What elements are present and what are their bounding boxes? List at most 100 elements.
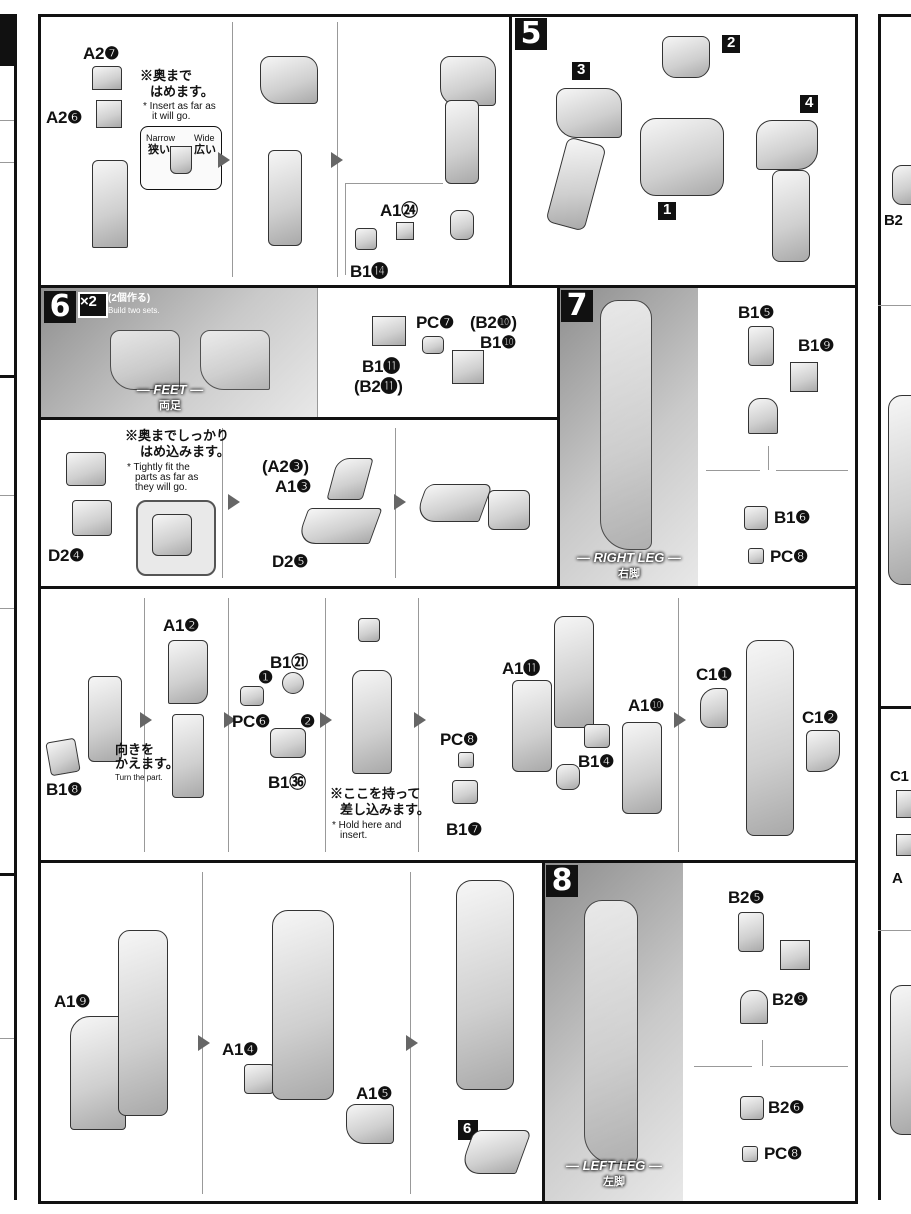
label-box-1 bbox=[658, 202, 676, 220]
part-b1-21 bbox=[282, 672, 304, 694]
part-a1-5 bbox=[346, 1104, 394, 1144]
left-page-edge-divider bbox=[0, 120, 14, 121]
part-a2-7 bbox=[92, 66, 122, 90]
right-edge-part bbox=[892, 165, 911, 205]
right-arm-assembled bbox=[756, 120, 818, 170]
left-page-edge-divider bbox=[0, 873, 14, 876]
callout-3: 3 bbox=[577, 61, 586, 78]
sub-step-divider bbox=[202, 872, 203, 1194]
part-label-a1-24: A1㉔ bbox=[380, 201, 418, 220]
part-a1-11 bbox=[512, 680, 552, 772]
upper-arm-part bbox=[92, 160, 128, 248]
part-a1-10 bbox=[622, 722, 662, 814]
turn-note-en: Turn the part. bbox=[115, 773, 163, 782]
part-pc7 bbox=[422, 336, 444, 354]
sub-step-divider bbox=[706, 470, 760, 471]
assembly-order-2: ❷ bbox=[300, 712, 315, 731]
ref-label-6: 6 bbox=[463, 1120, 472, 1137]
left-leg-banner: — LEFT LEG —左脚 bbox=[565, 1158, 663, 1188]
part-b1-11 bbox=[372, 316, 406, 346]
bracket-line bbox=[762, 1040, 763, 1066]
part-label-a1-2: A1❷ bbox=[163, 616, 200, 635]
part-label-b1-14: B1⓮ bbox=[350, 262, 388, 281]
label-box-4 bbox=[800, 95, 818, 113]
part-label-a1-5: A1❺ bbox=[356, 1084, 393, 1103]
part-d2-4 bbox=[72, 500, 112, 536]
knee-joint-part bbox=[740, 990, 768, 1024]
step-6-number: 6 bbox=[44, 291, 76, 323]
step-8-number: 8 bbox=[546, 865, 578, 897]
part-pc8-mid bbox=[458, 752, 474, 768]
row-divider-top bbox=[38, 285, 858, 288]
right-page-edge-divider bbox=[878, 930, 911, 931]
part-label-a2-6: A2❻ bbox=[46, 108, 83, 127]
leg-assembled bbox=[456, 880, 514, 1090]
right-edge-part bbox=[896, 790, 911, 818]
step-arrow bbox=[228, 494, 240, 510]
lower-leg-assembled bbox=[118, 930, 168, 1116]
tight-note-en-3: they will go. bbox=[135, 482, 188, 493]
part-label-b1-21: B1㉑ bbox=[270, 653, 308, 672]
head-part bbox=[662, 36, 710, 78]
part-b1-9 bbox=[790, 362, 818, 392]
upper-arm-part bbox=[268, 150, 302, 246]
tight-note-jp-2: はめ込みます。 bbox=[140, 444, 230, 459]
part-b1-7 bbox=[452, 780, 478, 804]
part-label-b2-9: B2❾ bbox=[772, 990, 809, 1009]
step-5-number: 5 bbox=[515, 18, 547, 50]
leg-photo-part bbox=[584, 900, 638, 1164]
part-label-a2-7: A2❼ bbox=[83, 44, 120, 63]
insert-note-en: * Insert as far as bbox=[143, 101, 216, 112]
step8-left-border bbox=[542, 860, 545, 1204]
foot-assembled bbox=[413, 484, 493, 522]
left-page-edge-tab bbox=[0, 14, 17, 66]
sub-step-divider bbox=[232, 22, 233, 277]
label-box-3 bbox=[572, 62, 590, 80]
sub-step-divider bbox=[410, 872, 411, 1194]
left-page-edge-divider bbox=[0, 608, 14, 609]
assembly-order-1: ❶ bbox=[258, 668, 273, 687]
joint-cap-part bbox=[358, 618, 380, 642]
right-page-edge-top bbox=[878, 14, 911, 17]
part-label-b1-10: B1❿ bbox=[480, 333, 517, 352]
left-page-edge-divider bbox=[0, 495, 14, 496]
part-b1-8 bbox=[45, 737, 81, 777]
part-pc8 bbox=[748, 548, 764, 564]
part-b1-10 bbox=[452, 350, 484, 384]
knee-joint-part bbox=[748, 398, 778, 434]
part-label-d2-5: D2❺ bbox=[272, 552, 309, 571]
turn-note-jp: 向きを bbox=[115, 742, 155, 757]
part-a1-24 bbox=[396, 222, 414, 240]
foot-photo-part bbox=[110, 330, 180, 390]
right-arm-assembled bbox=[772, 170, 810, 262]
part-c1-1 bbox=[700, 688, 728, 728]
knee-frame-part bbox=[88, 676, 122, 762]
bracket-line bbox=[345, 183, 346, 275]
part-b2-9 bbox=[780, 940, 810, 970]
part-label-pc8-s8: PC❽ bbox=[764, 1144, 802, 1163]
part-a1-2 bbox=[168, 640, 208, 704]
row-divider-lower bbox=[38, 860, 858, 863]
row-divider-step6-mid bbox=[38, 417, 560, 420]
sub-step-divider bbox=[222, 428, 223, 578]
leg-photo-part bbox=[600, 300, 652, 550]
left-arm-assembled bbox=[556, 88, 622, 138]
part-b2-5 bbox=[738, 912, 764, 952]
part-b1-4 bbox=[584, 724, 610, 748]
step-arrow bbox=[406, 1035, 418, 1051]
lower-leg-part bbox=[554, 616, 594, 728]
elbow-joint bbox=[450, 210, 474, 240]
part-label-a1-3: A1❸ bbox=[275, 477, 312, 496]
wide-label-jp: 広い bbox=[194, 144, 216, 156]
bracket-line bbox=[768, 446, 769, 470]
part-label-pc8-mid: PC❽ bbox=[440, 730, 478, 749]
part-label-b2-5: B2❺ bbox=[728, 888, 765, 907]
step-arrow bbox=[394, 494, 406, 510]
shoulder-part bbox=[440, 56, 496, 106]
arm-assembled bbox=[445, 100, 479, 184]
sub-step-divider bbox=[337, 22, 338, 277]
step-arrow bbox=[414, 712, 426, 728]
part-label-b1-36: B1㊱ bbox=[268, 773, 306, 792]
part-pc8-s8 bbox=[742, 1146, 758, 1162]
part-pc6 bbox=[240, 686, 264, 706]
